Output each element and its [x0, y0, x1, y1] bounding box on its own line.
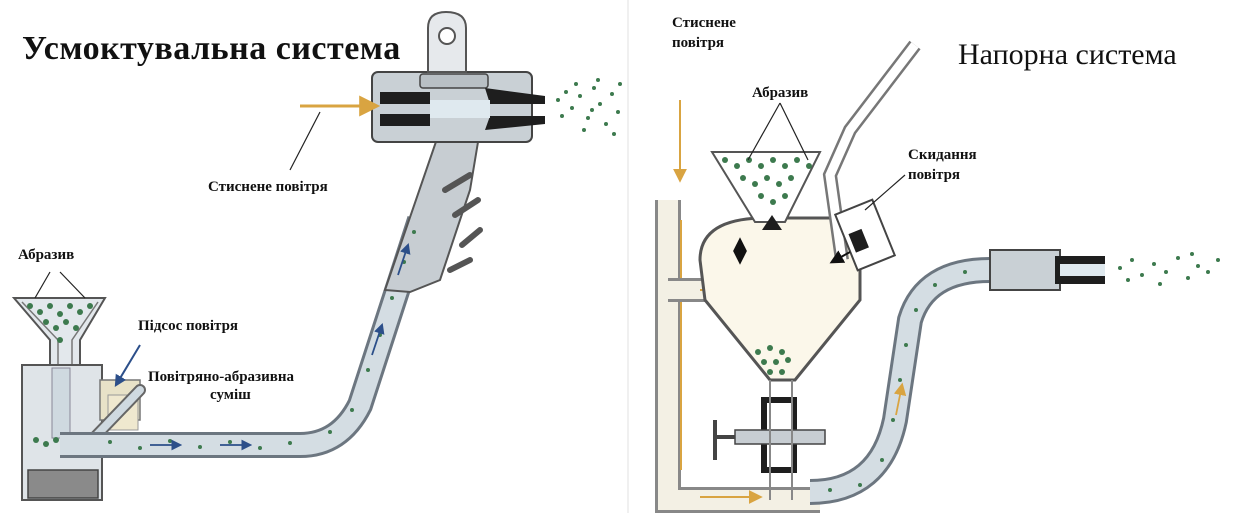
label-air-release-1: Скидання: [908, 146, 977, 164]
label-compressed-air-right-2: повітря: [672, 34, 724, 52]
label-abrasive-right: Абразив: [752, 84, 808, 102]
right-nozzle: [990, 250, 1060, 290]
pressure-system-title: Напорна система: [958, 38, 1177, 72]
label-compressed-air-right-1: Стиснене: [672, 14, 736, 32]
label-compressed-air-left: Стиснене повітря: [208, 178, 328, 196]
left-spray: [556, 78, 622, 136]
suction-system-title: Усмоктувальна система: [22, 30, 401, 68]
suction-system: [14, 12, 622, 500]
label-abrasive-left: Абразив: [18, 246, 74, 264]
label-mixture-line2: суміш: [210, 386, 251, 404]
right-hopper: [712, 152, 820, 222]
label-air-suction: Підсос повітря: [138, 317, 238, 335]
pressure-system: [668, 45, 1220, 500]
label-mixture-line1: Повітряно-абразивна: [148, 368, 294, 386]
label-air-release-2: повітря: [908, 166, 960, 184]
right-spray: [1118, 252, 1220, 286]
